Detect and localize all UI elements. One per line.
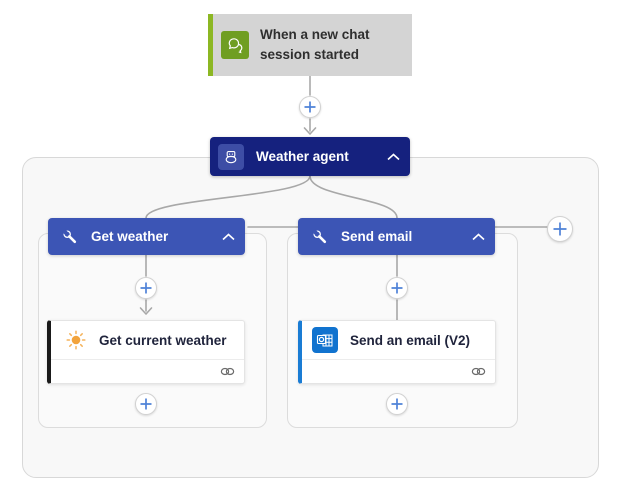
trigger-title: When a new chat session started: [260, 25, 370, 65]
insert-step-button[interactable]: [299, 96, 321, 118]
wrench-icon: [62, 228, 78, 245]
sun-icon: [65, 329, 87, 351]
add-action-button-send-email[interactable]: [386, 393, 408, 415]
trigger-title-line2: session started: [260, 47, 360, 62]
insert-action-button-send-email[interactable]: [386, 277, 408, 299]
outlook-icon: [312, 327, 338, 353]
agent-label: Weather agent: [256, 149, 349, 164]
tool-header-send-email[interactable]: Send email: [298, 218, 495, 255]
tool-header-get-weather[interactable]: Get weather: [48, 218, 245, 255]
collapse-tool-chevron-up-icon[interactable]: [222, 232, 235, 241]
wrench-icon: [312, 228, 328, 245]
robot-icon: [218, 143, 244, 170]
collapse-tool-chevron-up-icon[interactable]: [472, 232, 485, 241]
action-card-send-an-email-v2[interactable]: Send an email (V2): [298, 320, 496, 384]
tool-label: Send email: [341, 229, 413, 244]
plus-icon: [140, 398, 152, 410]
tool-label: Get weather: [91, 229, 169, 244]
insert-action-button-get-weather[interactable]: [135, 277, 157, 299]
trigger-accent-bar: [208, 14, 213, 76]
action-label: Get current weather: [99, 332, 227, 348]
plus-icon: [391, 282, 403, 294]
agent-card[interactable]: Weather agent: [210, 137, 410, 176]
add-action-button-get-weather[interactable]: [135, 393, 157, 415]
add-tool-branch-button[interactable]: [547, 216, 573, 242]
link-icon: [471, 364, 486, 382]
plus-icon: [304, 101, 316, 113]
plus-icon: [391, 398, 403, 410]
plus-icon: [553, 222, 567, 236]
action-card-get-current-weather[interactable]: Get current weather: [47, 320, 245, 384]
trigger-card[interactable]: When a new chat session started: [208, 14, 412, 76]
collapse-agent-chevron-up-icon[interactable]: [387, 152, 400, 161]
chat-bubbles-icon: [221, 31, 249, 59]
trigger-title-line1: When a new chat: [260, 27, 370, 42]
link-icon: [220, 364, 235, 382]
plus-icon: [140, 282, 152, 294]
action-label: Send an email (V2): [350, 332, 471, 348]
